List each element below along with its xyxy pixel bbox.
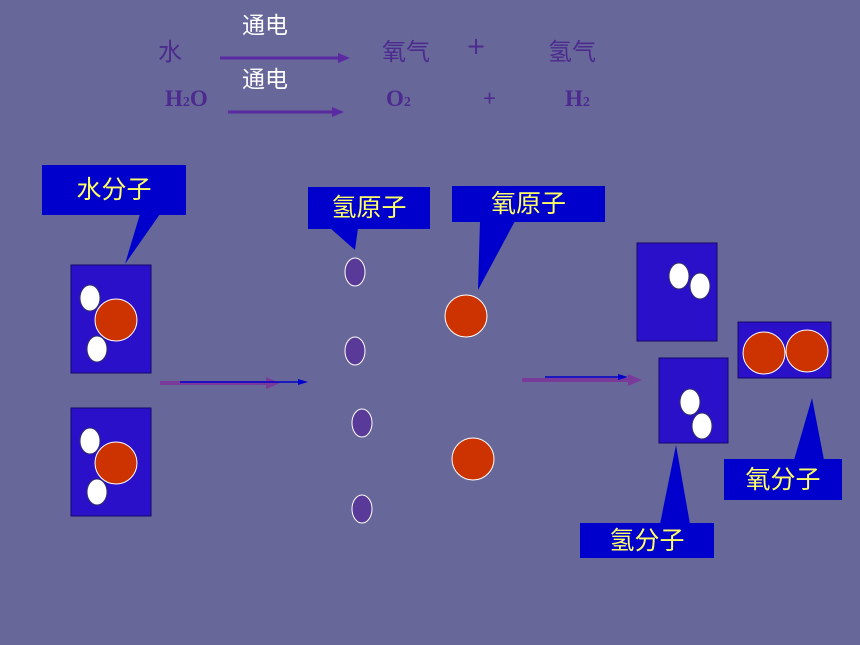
formula-reactant: H2O <box>165 86 208 112</box>
label-hydrogen-atom: 氢原子 <box>331 193 407 222</box>
word-reactant: 水 <box>158 38 182 66</box>
word-equation-arrow <box>220 53 350 63</box>
word-product-oxygen: 氧气 <box>382 38 430 66</box>
formula-reactant-subscript: 2 <box>182 95 190 110</box>
oxygen-atoms <box>444 294 495 481</box>
label-oxygen-molecule: 氧分子 <box>745 465 821 494</box>
formula-product-hydrogen: H2 <box>565 86 590 112</box>
label-water-molecule: 水分子 <box>76 175 152 204</box>
label-oxygen-atom: 氧原子 <box>490 189 566 218</box>
recombination-arrow <box>522 374 642 386</box>
callout-hydrogen-molecule <box>580 445 714 558</box>
hydrogen-atom <box>344 336 366 366</box>
formula-reactant-symbol: H <box>165 86 183 111</box>
label-hydrogen-molecule: 氢分子 <box>609 526 685 555</box>
callout-water-molecule <box>42 165 186 264</box>
callout-oxygen-atom <box>452 186 605 290</box>
formula-reactant-symbol-end: O <box>189 86 208 111</box>
formula-hydrogen-symbol: H <box>565 86 583 111</box>
hydrogen-molecule-1 <box>636 242 718 342</box>
oxygen-molecule <box>737 321 832 379</box>
word-product-hydrogen: 氢气 <box>548 38 596 66</box>
callout-oxygen-molecule <box>724 398 842 500</box>
hydrogen-atom <box>344 257 366 287</box>
word-plus: + <box>466 32 487 60</box>
word-condition-label: 通电 <box>242 13 288 39</box>
formula-hydrogen-subscript: 2 <box>582 95 590 110</box>
formula-equation-arrow <box>228 107 344 117</box>
formula-plus: + <box>483 86 497 111</box>
water-molecule-2 <box>70 407 152 517</box>
formula-product-oxygen: O2 <box>386 86 411 112</box>
hydrogen-atom <box>351 494 373 524</box>
formula-oxygen-symbol: O <box>386 86 404 111</box>
hydrogen-atom <box>351 408 373 438</box>
oxygen-atom <box>451 437 495 481</box>
callout-hydrogen-atom <box>308 187 430 250</box>
water-molecule-1 <box>70 264 152 374</box>
hydrogen-molecule-2 <box>658 357 729 444</box>
decomposition-arrow <box>160 377 308 389</box>
formula-condition-label: 通电 <box>242 67 288 93</box>
oxygen-atom <box>444 294 488 338</box>
formula-oxygen-subscript: 2 <box>403 95 411 110</box>
hydrogen-atoms <box>344 257 373 524</box>
